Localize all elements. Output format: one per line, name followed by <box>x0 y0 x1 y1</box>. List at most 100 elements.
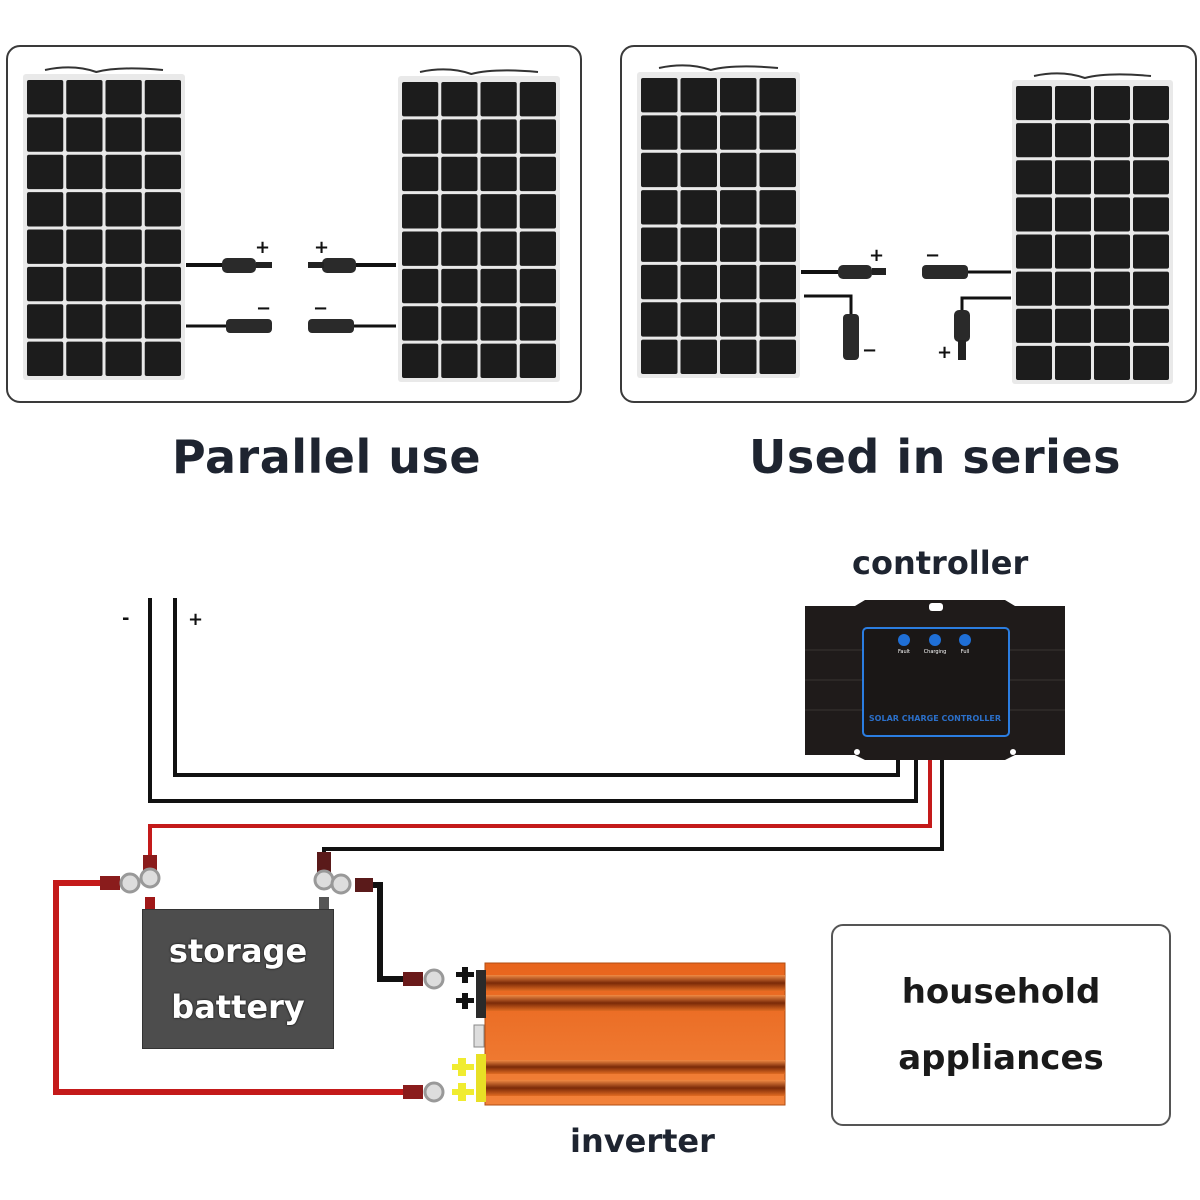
household-appliances-box: household appliances <box>831 924 1171 1126</box>
controller-panel-title: SOLAR CHARGE CONTROLLER <box>869 714 1001 723</box>
battery-label-line2: battery <box>171 988 305 1026</box>
solar-cell <box>720 152 757 188</box>
parallel-connector-positive-right <box>308 258 396 273</box>
solar-cell <box>641 190 678 225</box>
solar-cell <box>402 268 439 304</box>
solar-cell <box>66 229 103 264</box>
solar-cell <box>105 117 142 152</box>
solar-cell <box>1094 234 1130 269</box>
solar-input-positive-sign: + <box>188 609 203 630</box>
solar-cell <box>441 343 478 378</box>
panel-cable-handle <box>658 64 779 72</box>
solar-input-negative-sign: - <box>122 608 129 629</box>
ring-terminal-battery-negative <box>313 852 373 909</box>
storage-battery: storage battery <box>142 909 334 1049</box>
solar-cell <box>480 119 517 154</box>
solar-cell <box>720 264 757 300</box>
solar-cell <box>1055 308 1091 343</box>
charge-controller-device: Fault Charging Full SOLAR CHARGE CONTROL… <box>805 600 1065 760</box>
solar-cell <box>519 119 556 154</box>
series-sign-top-left: + <box>869 245 884 266</box>
panel-cable-handle <box>1033 72 1152 80</box>
solar-panel-series-right <box>1012 72 1173 384</box>
solar-cell <box>480 194 517 229</box>
solar-cell <box>720 190 757 225</box>
ring-terminal-battery-positive <box>100 855 161 909</box>
solar-cell <box>27 229 64 264</box>
appliances-label-line1: household <box>901 972 1101 1012</box>
solar-cell <box>402 231 439 266</box>
series-caption: Used in series <box>749 430 1122 484</box>
solar-cell <box>759 339 796 374</box>
solar-cell <box>519 231 556 266</box>
solar-cell <box>480 82 517 117</box>
solar-cell <box>1016 234 1052 269</box>
solar-cell <box>402 306 439 341</box>
controller-label: controller <box>852 544 1029 582</box>
solar-cell <box>641 264 678 300</box>
controller-led-label: Full <box>961 649 970 655</box>
solar-cell <box>105 266 142 302</box>
solar-cell <box>1055 160 1091 195</box>
solar-cell <box>641 227 678 262</box>
solar-cell <box>144 80 181 115</box>
solar-cell <box>441 194 478 229</box>
series-connector-negative-right <box>922 265 1011 279</box>
parallel-connector-negative-left <box>186 319 272 333</box>
solar-cell <box>1133 308 1169 343</box>
solar-cell <box>720 78 757 113</box>
solar-panel-series-left <box>637 64 800 378</box>
solar-cell <box>680 227 717 262</box>
solar-cell <box>66 192 103 227</box>
solar-cell <box>27 117 64 152</box>
solar-cell <box>680 152 717 188</box>
solar-cell <box>1016 271 1052 306</box>
solar-cell <box>144 154 181 190</box>
solar-cell <box>641 302 678 337</box>
panel-cable-handle <box>419 68 539 76</box>
panel-backsheet <box>637 72 800 378</box>
solar-cell <box>66 117 103 152</box>
solar-panel-parallel-right <box>398 68 560 382</box>
ring-terminal-inverter-negative <box>403 968 445 990</box>
solar-cell <box>480 156 517 192</box>
inverter-device <box>452 962 786 1106</box>
controller-led-label: Charging <box>924 649 947 655</box>
battery-label-line1: storage <box>168 932 308 970</box>
solar-cell <box>1016 86 1052 121</box>
solar-cell <box>519 156 556 192</box>
solar-cell <box>402 343 439 378</box>
solar-cell <box>1016 160 1052 195</box>
controller-led-label: Fault <box>898 649 910 655</box>
solar-cell <box>519 343 556 378</box>
solar-cell <box>27 341 64 376</box>
solar-cell <box>759 264 796 300</box>
parallel-sign-bottom-right: − <box>313 298 328 319</box>
parallel-sign-bottom-left: − <box>256 298 271 319</box>
solar-cell <box>759 190 796 225</box>
controller-led-fault <box>898 634 910 646</box>
solar-cell <box>519 82 556 117</box>
parallel-connector-positive-left <box>186 258 272 273</box>
solar-cell <box>1094 271 1130 306</box>
solar-cell <box>1133 234 1169 269</box>
series-sign-bottom-left: − <box>862 340 877 361</box>
solar-cell <box>441 119 478 154</box>
solar-cell <box>105 229 142 264</box>
solar-cell <box>441 231 478 266</box>
inverter-label: inverter <box>570 1122 715 1160</box>
solar-cell <box>402 119 439 154</box>
solar-cell <box>680 78 717 113</box>
solar-cell <box>144 266 181 302</box>
solar-cell <box>1133 86 1169 121</box>
solar-cell <box>680 190 717 225</box>
solar-cell <box>441 306 478 341</box>
solar-cell <box>105 304 142 339</box>
solar-cell <box>759 302 796 337</box>
solar-cell <box>680 302 717 337</box>
solar-cell <box>441 156 478 192</box>
solar-cell <box>66 154 103 190</box>
solar-cell <box>402 156 439 192</box>
solar-cell <box>759 78 796 113</box>
